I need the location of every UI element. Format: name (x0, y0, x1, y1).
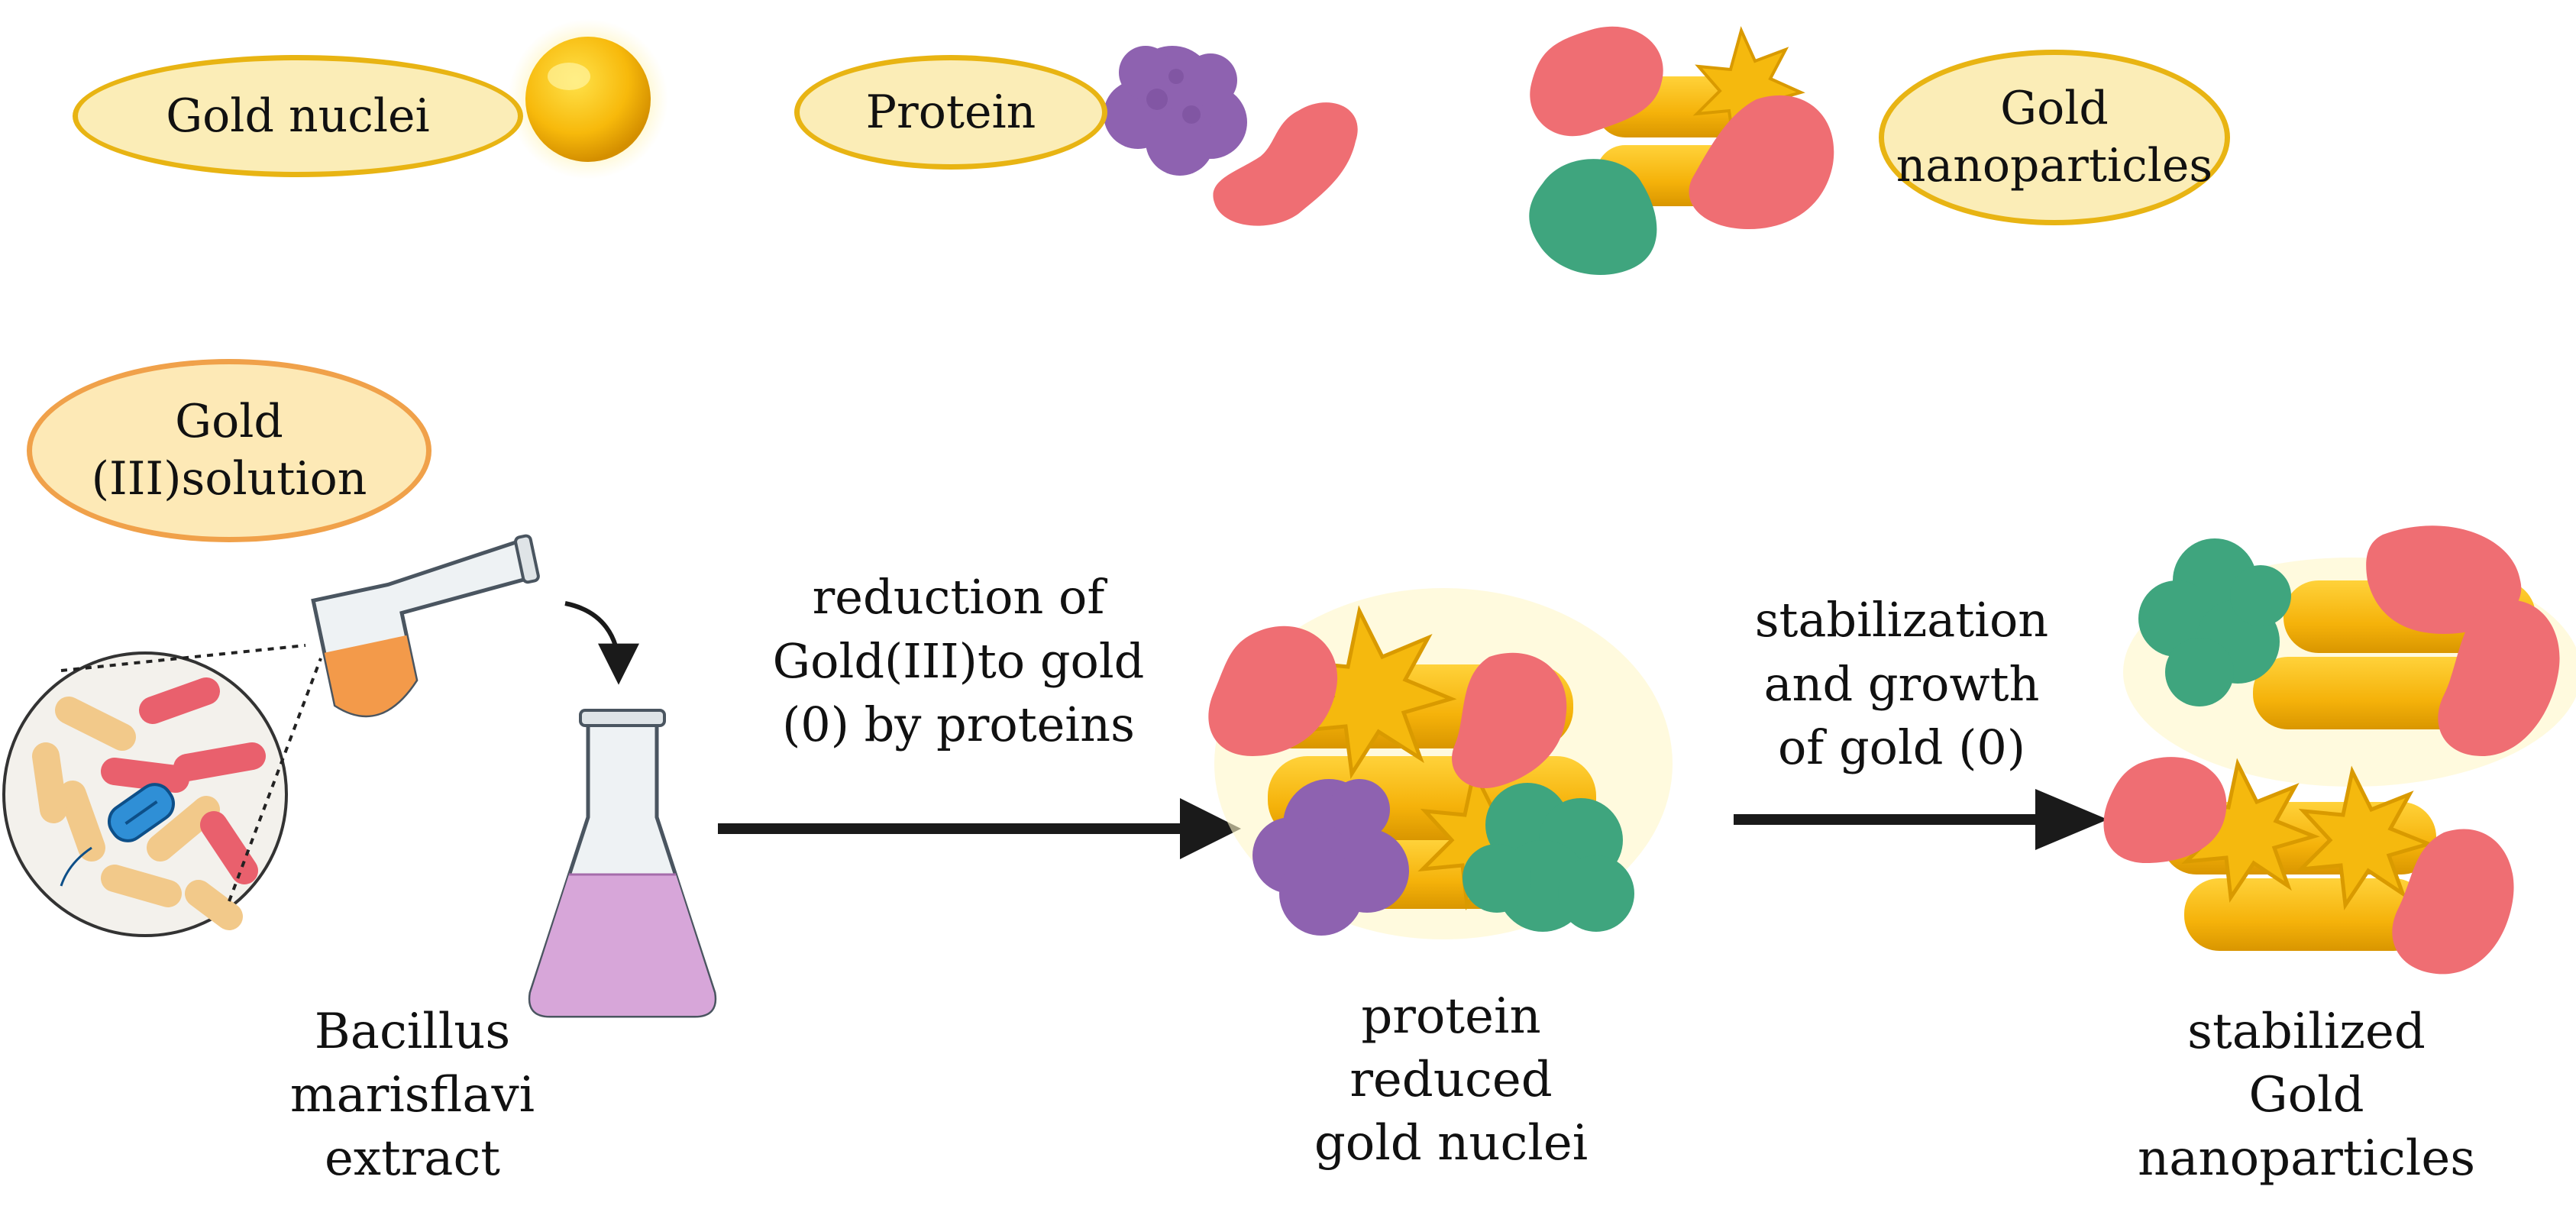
reduction-step-line3: (0) by proteins (782, 697, 1135, 753)
stabilization-step-line3: of gold (0) (1777, 719, 2026, 776)
reduction-step-label: reduction of Gold(III)to gold (0) by pro… (691, 565, 1226, 757)
extract-caption: Bacillus marisflavi extract (229, 1001, 596, 1191)
legend-gold-nanoparticles-line2: nanoparticles (1896, 139, 2213, 192)
reduction-arrow (718, 798, 1241, 859)
stabilization-arrow (1734, 789, 2108, 850)
legend-protein-pill: Protein (794, 55, 1107, 170)
stabilized-gold-nanoparticles-icon (2103, 525, 2576, 975)
legend-gold-solution-line2: (III)solution (91, 452, 367, 506)
nuclei-caption-line2: reduced (1349, 1052, 1553, 1109)
erlenmeyer-flask-icon (528, 709, 717, 1018)
bacteria-magnified-circle (2, 644, 322, 937)
extract-caption-line3: extract (325, 1130, 500, 1188)
legend-gold-solution-line1: Gold (175, 395, 283, 448)
stabilized-caption-line2: Gold (2248, 1067, 2364, 1124)
stabilized-caption: stabilized Gold nanoparticles (2108, 1001, 2505, 1191)
gold-nucleus-sphere-icon (508, 19, 668, 179)
legend-gold-nuclei-pill: Gold nuclei (73, 55, 523, 177)
nuclei-caption: protein reduced gold nuclei (1283, 985, 1619, 1176)
legend-gold-solution-pill: Gold (III)solution (27, 359, 431, 542)
legend-gold-nuclei-label: Gold nuclei (166, 89, 430, 143)
legend-gold-nanoparticles-line1: Gold (2000, 82, 2109, 135)
reduction-step-line1: reduction of (812, 569, 1105, 625)
gold-nanoparticle-icon (1529, 26, 1834, 275)
pouring-flask-icon (311, 534, 540, 718)
nuclei-caption-line3: gold nuclei (1314, 1115, 1589, 1172)
legend-gold-nanoparticles-pill: Gold nanoparticles (1879, 50, 2230, 225)
stabilized-caption-line3: nanoparticles (2137, 1130, 2476, 1188)
stabilization-step-label: stabilization and growth of gold (0) (1703, 588, 2100, 780)
protein-reduced-gold-nuclei-icon (1208, 588, 1673, 939)
stabilization-step-line1: stabilization (1754, 592, 2049, 648)
stabilization-step-line2: and growth (1763, 655, 2040, 712)
nuclei-caption-line1: protein (1361, 988, 1541, 1045)
extract-caption-line2: marisflavi (289, 1067, 535, 1124)
legend-protein-label: Protein (865, 85, 1036, 139)
extract-caption-line1: Bacillus (314, 1004, 511, 1060)
reduction-step-line2: Gold(III)to gold (772, 632, 1145, 689)
protein-icon (1104, 46, 1358, 226)
stabilized-caption-line1: stabilized (2187, 1004, 2426, 1060)
